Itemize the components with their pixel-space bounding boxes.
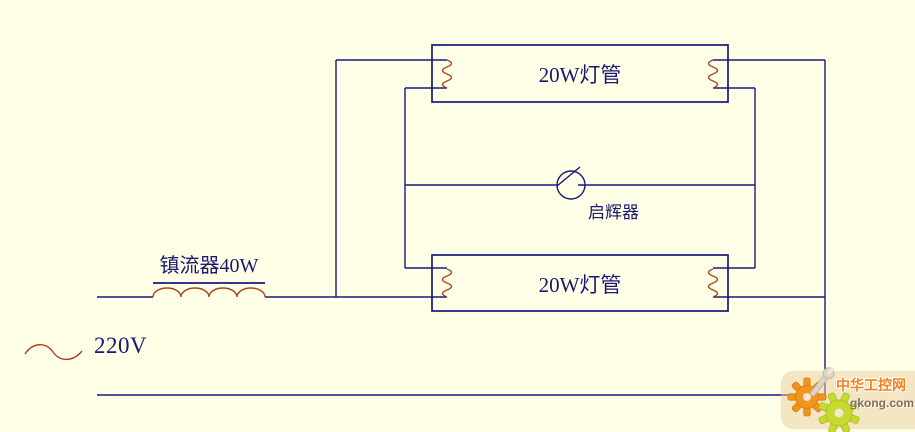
lamp-tube-top-rect <box>431 44 729 103</box>
lamp-tube-bottom-label: 20W灯管 <box>538 273 622 297</box>
ac-sine-wave-icon <box>24 344 83 361</box>
watermark-site-name: 中华工控网 <box>836 377 906 393</box>
filament-coil-icon-top-left <box>441 59 453 89</box>
watermark-domain: gkong.com <box>850 396 915 410</box>
filament-coil-icon-top-right <box>707 59 719 89</box>
lamp-tube-top-label: 20W灯管 <box>538 63 622 87</box>
starter-label: 启辉器 <box>588 203 639 222</box>
gear-icon-orange <box>787 377 827 417</box>
ballast-label: 镇流器40W <box>159 255 259 277</box>
starter-contact-icon <box>556 166 581 187</box>
filament-coil-icon-bottom-right <box>707 268 719 298</box>
filament-coil-icon-bottom-left <box>441 268 453 298</box>
inductor-coil-icon <box>152 287 266 298</box>
lamp-tube-bottom-rect <box>431 254 729 312</box>
voltage-label: 220V <box>94 333 148 358</box>
starter-circle-icon <box>556 170 586 200</box>
wrench-icon <box>810 366 835 397</box>
gear-icon-green <box>818 392 860 432</box>
watermark-logo <box>787 366 860 432</box>
